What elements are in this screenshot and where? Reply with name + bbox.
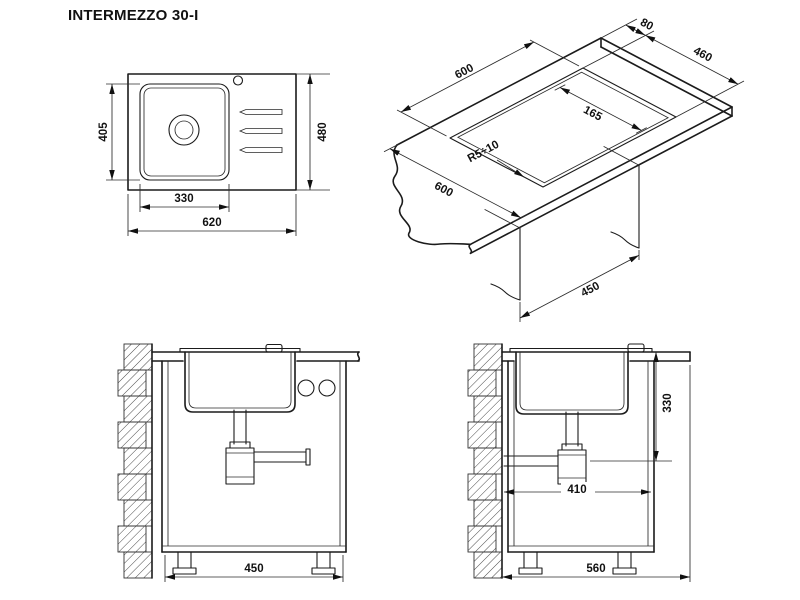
front-section-view: 450	[117, 343, 361, 582]
worktop-back-edge	[396, 37, 602, 146]
sink-outline	[127, 73, 297, 191]
pipe-hole-2	[318, 379, 336, 397]
drain-outer	[168, 114, 200, 146]
dim-label-410: 410	[567, 484, 586, 496]
dim-worktop-depth-600: 600	[383, 143, 529, 223]
cabinet-panels	[484, 146, 640, 301]
worktop-front-edge	[469, 106, 733, 246]
dim-label-330: 330	[174, 193, 193, 205]
waste-trap-side	[503, 411, 587, 485]
plan-view: 405 480 330 620	[98, 73, 330, 236]
front-break-thickness	[468, 243, 473, 255]
front-face-bottom-edge	[469, 115, 733, 255]
waste-trap-front	[225, 409, 311, 485]
sink-rim-side	[509, 347, 653, 353]
tap-hole-plug	[265, 343, 283, 353]
dim-cabinet-width-450: 450	[519, 250, 640, 322]
sink-rim	[179, 347, 301, 353]
cutout-hole	[449, 67, 677, 188]
cabinet-side	[507, 360, 655, 575]
dim-bowl-depth: 405	[98, 83, 140, 181]
dim-side-330: 330	[590, 352, 674, 462]
drain-inner	[174, 120, 194, 140]
side-section-view: 330 410 560	[467, 343, 691, 582]
dim-label-330-side: 330	[662, 393, 674, 412]
dim-label-165: 165	[581, 104, 604, 124]
product-title: INTERMEZZO 30-I	[68, 7, 199, 24]
wall-front	[117, 343, 153, 579]
radius-label: R5÷10	[466, 139, 501, 165]
worktop-break-line	[392, 144, 472, 246]
dim-label-iso-450: 450	[579, 280, 602, 300]
bowl-outer	[139, 83, 230, 181]
dim-side-560: 560	[502, 365, 691, 582]
dim-side-410: 410	[504, 482, 651, 496]
bowl-inner-front	[188, 352, 292, 409]
dim-label-480: 480	[317, 122, 329, 141]
dim-label-405: 405	[98, 122, 110, 142]
tap-hole	[232, 75, 244, 86]
end-face-bottom-edge	[600, 46, 733, 117]
dim-overall-depth: 480	[296, 73, 330, 191]
bowl-inner-side	[519, 352, 625, 411]
bowl-outer-front	[184, 351, 296, 413]
dim-label-front-450: 450	[244, 563, 263, 575]
dim-bowl-width: 330	[139, 184, 230, 212]
dim-edge-offset-80: 80	[582, 17, 655, 69]
drainboard-grooves	[238, 109, 283, 153]
tap-plug-side	[627, 343, 645, 353]
dim-label-560: 560	[586, 563, 605, 575]
pipe-hole-1	[297, 379, 315, 397]
dim-label-depth-600: 600	[432, 180, 455, 200]
cabinet-front	[161, 360, 347, 575]
dim-overall-width: 620	[127, 194, 297, 236]
cutout-iso-view: 600 80 460 165	[383, 17, 745, 322]
bowl-outer-side	[515, 351, 629, 415]
worktop-break	[356, 351, 361, 362]
dim-label-80: 80	[638, 17, 655, 34]
bowl-inner	[143, 87, 226, 177]
wall-side	[467, 343, 503, 579]
radius-note: R5÷10	[466, 139, 525, 178]
dim-drain-offset-165: 165	[554, 84, 647, 134]
dim-front-450: 450	[164, 555, 344, 582]
label-backing	[561, 482, 595, 495]
dim-label-620: 620	[202, 217, 221, 229]
